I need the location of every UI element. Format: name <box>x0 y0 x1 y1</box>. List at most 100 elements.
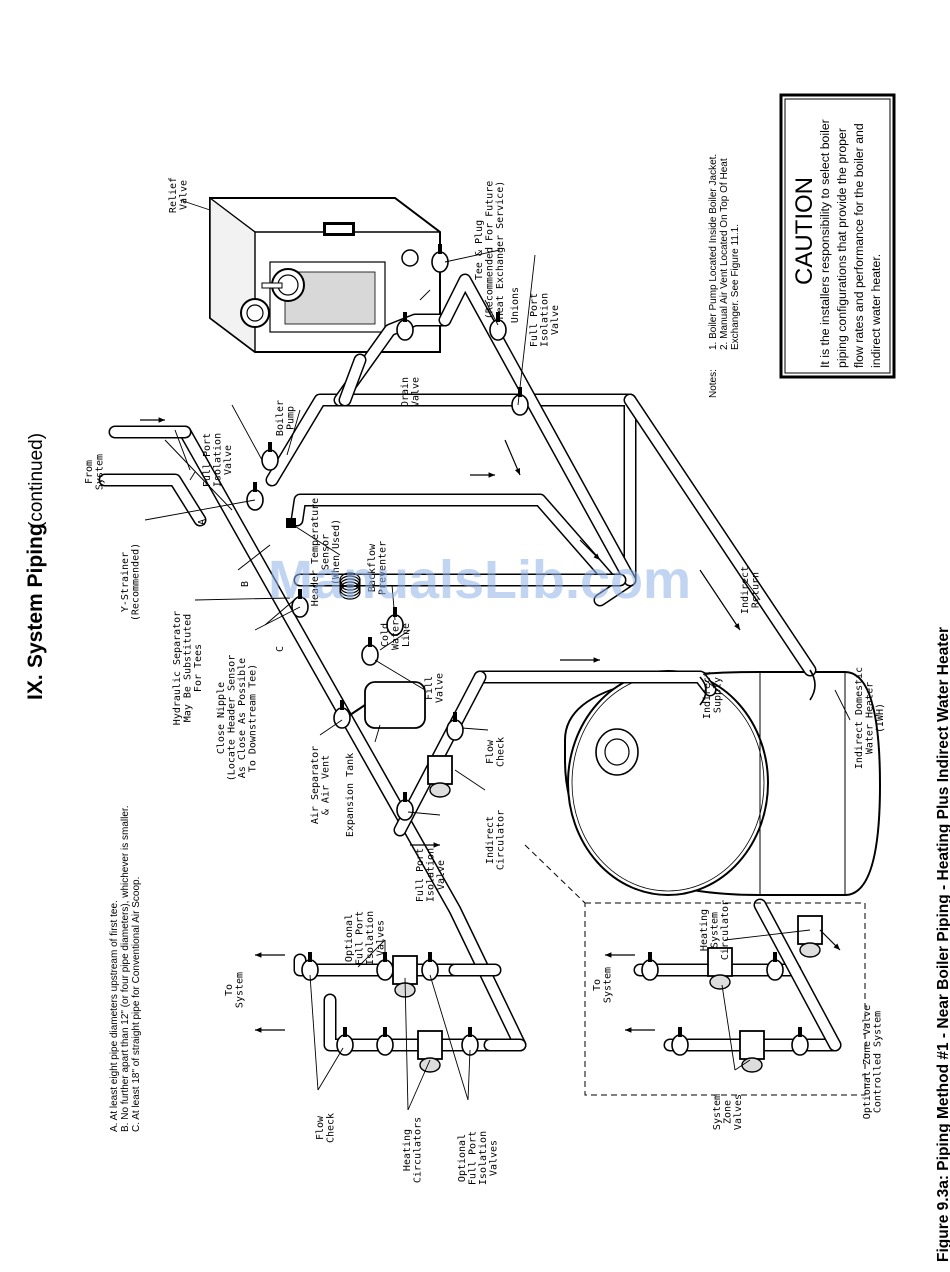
notes-block: Notes: 1. Boiler Pump Located Inside Boi… <box>708 154 741 398</box>
label-line: (IWH) <box>875 703 886 733</box>
heating-system-circulator-icon <box>797 915 823 958</box>
boiler-unit <box>209 196 441 354</box>
label-line: Zone <box>723 1100 734 1124</box>
label-line: Indirect <box>485 816 496 864</box>
expansion-tank-icon <box>349 681 426 729</box>
footnote-c: C. At least 18" of straight pipe for Con… <box>131 877 142 1132</box>
component-icons <box>246 244 823 1073</box>
label-line: Optional Zone Valve <box>862 1005 873 1119</box>
section-title: System Piping <box>24 523 47 668</box>
leader-sys-zone-b <box>734 1059 751 1071</box>
leader-header-sensor <box>289 522 341 556</box>
label-line: Valves <box>489 1140 500 1176</box>
label-line: Unions <box>510 287 521 323</box>
label-line: Valve <box>435 673 446 703</box>
label-line: System <box>710 912 721 948</box>
label-line: Cold <box>380 623 391 647</box>
flow-arrow-right-a <box>504 439 521 476</box>
label-line: System <box>95 454 106 490</box>
drain-valve-icon <box>396 312 414 341</box>
leader-air-separator <box>319 719 343 736</box>
footnotes-block: A. At least eight pipe diameters upstrea… <box>109 806 142 1132</box>
flow-arrow-header-up <box>410 842 440 848</box>
caution-title: CAUTION <box>791 177 818 285</box>
label-line: & Air Vent <box>321 755 332 815</box>
label-line: Expansion Tank <box>345 753 356 837</box>
zone-iso-valve-d-icon <box>641 952 659 981</box>
label-line: Valve <box>223 445 234 475</box>
dim-a-label: A <box>197 519 208 525</box>
flow-arrow-to-system-left-b <box>255 952 285 958</box>
indirect-water-heater-tank <box>564 670 882 896</box>
label-line: Hydraulic Separator <box>172 611 183 725</box>
label-line: To <box>592 979 603 991</box>
label-line: To <box>224 984 235 996</box>
flow-arrow-to-system-right-b <box>605 952 635 958</box>
label-line: Indirect Domestic <box>854 667 865 769</box>
zone-valve-dashed-box <box>584 902 866 1096</box>
caution-line-2: piping configurations that provide the p… <box>835 128 849 368</box>
heating-circulator-a-icon <box>417 1030 443 1073</box>
boiler-return-pipe <box>290 493 617 587</box>
label-line: Isolation <box>478 1131 489 1185</box>
label-line: Heat Exchanger Service) <box>495 181 506 319</box>
tank-inspection-cap-icon <box>595 728 639 776</box>
footnote-a: A. At least eight pipe diameters upstrea… <box>109 900 120 1132</box>
label-line: From <box>84 460 95 484</box>
indirect-supply-lower <box>393 670 487 837</box>
label-air-separator: Air Separator& Air Vent <box>310 746 332 824</box>
label-line: Relief <box>168 177 179 213</box>
zone-iso-valve-c-icon <box>671 1027 689 1056</box>
fill-valve-icon <box>361 637 379 666</box>
watermark: ManualsLib.com <box>268 550 691 610</box>
label-line: Backflow <box>367 543 378 592</box>
system-zone-valve-a-icon <box>739 1030 765 1073</box>
label-line: Indirect <box>702 671 713 719</box>
flow-arrow-boiler-return <box>470 472 495 478</box>
leader-backflow <box>391 584 396 621</box>
label-line: Header Temperature <box>310 498 321 606</box>
label-line: Isolation <box>540 293 551 347</box>
leader-drain <box>419 289 431 301</box>
zone-iso-valve-a-icon <box>791 1027 809 1056</box>
label-line: System <box>603 967 614 1003</box>
leader-unions <box>484 299 499 326</box>
full-port-valve-top-icon <box>261 442 279 471</box>
from-system-lower-pipe <box>98 473 207 527</box>
label-line: Flow <box>485 739 496 764</box>
label-unions: Unions <box>510 287 521 323</box>
leader-flow-check-left-b <box>317 1047 344 1091</box>
tank-connections-icon <box>699 669 816 706</box>
label-line: Drain <box>400 377 411 407</box>
label-line: Valves <box>376 920 387 956</box>
label-y-strainer: Y-Strainer(Recommended) <box>120 543 142 621</box>
note-1: 1. Boiler Pump Located Inside Boiler Jac… <box>708 154 719 350</box>
flow-check-left-b-icon <box>301 952 319 981</box>
footnote-b: B. No further apart than 12" (or four pi… <box>120 806 131 1132</box>
flow-arrow-from-system <box>140 417 165 423</box>
leader-sys-zone-a <box>721 984 736 1071</box>
leader-flow-check-left-a <box>309 974 319 1091</box>
label-line: Circulators <box>413 1117 424 1183</box>
section-heading: IX. System Piping (continued) <box>24 433 47 700</box>
opt-valve-left-a-icon <box>376 1027 394 1056</box>
label-line: Full Port <box>529 293 540 347</box>
label-line: Air Separator <box>310 746 321 824</box>
leader-cold-water <box>379 629 411 651</box>
label-line: Tee & Plug <box>474 220 485 280</box>
label-line: Pump <box>286 406 297 430</box>
note-2: 2. Manual Air Vent Located On Top Of Hea… <box>719 158 730 350</box>
